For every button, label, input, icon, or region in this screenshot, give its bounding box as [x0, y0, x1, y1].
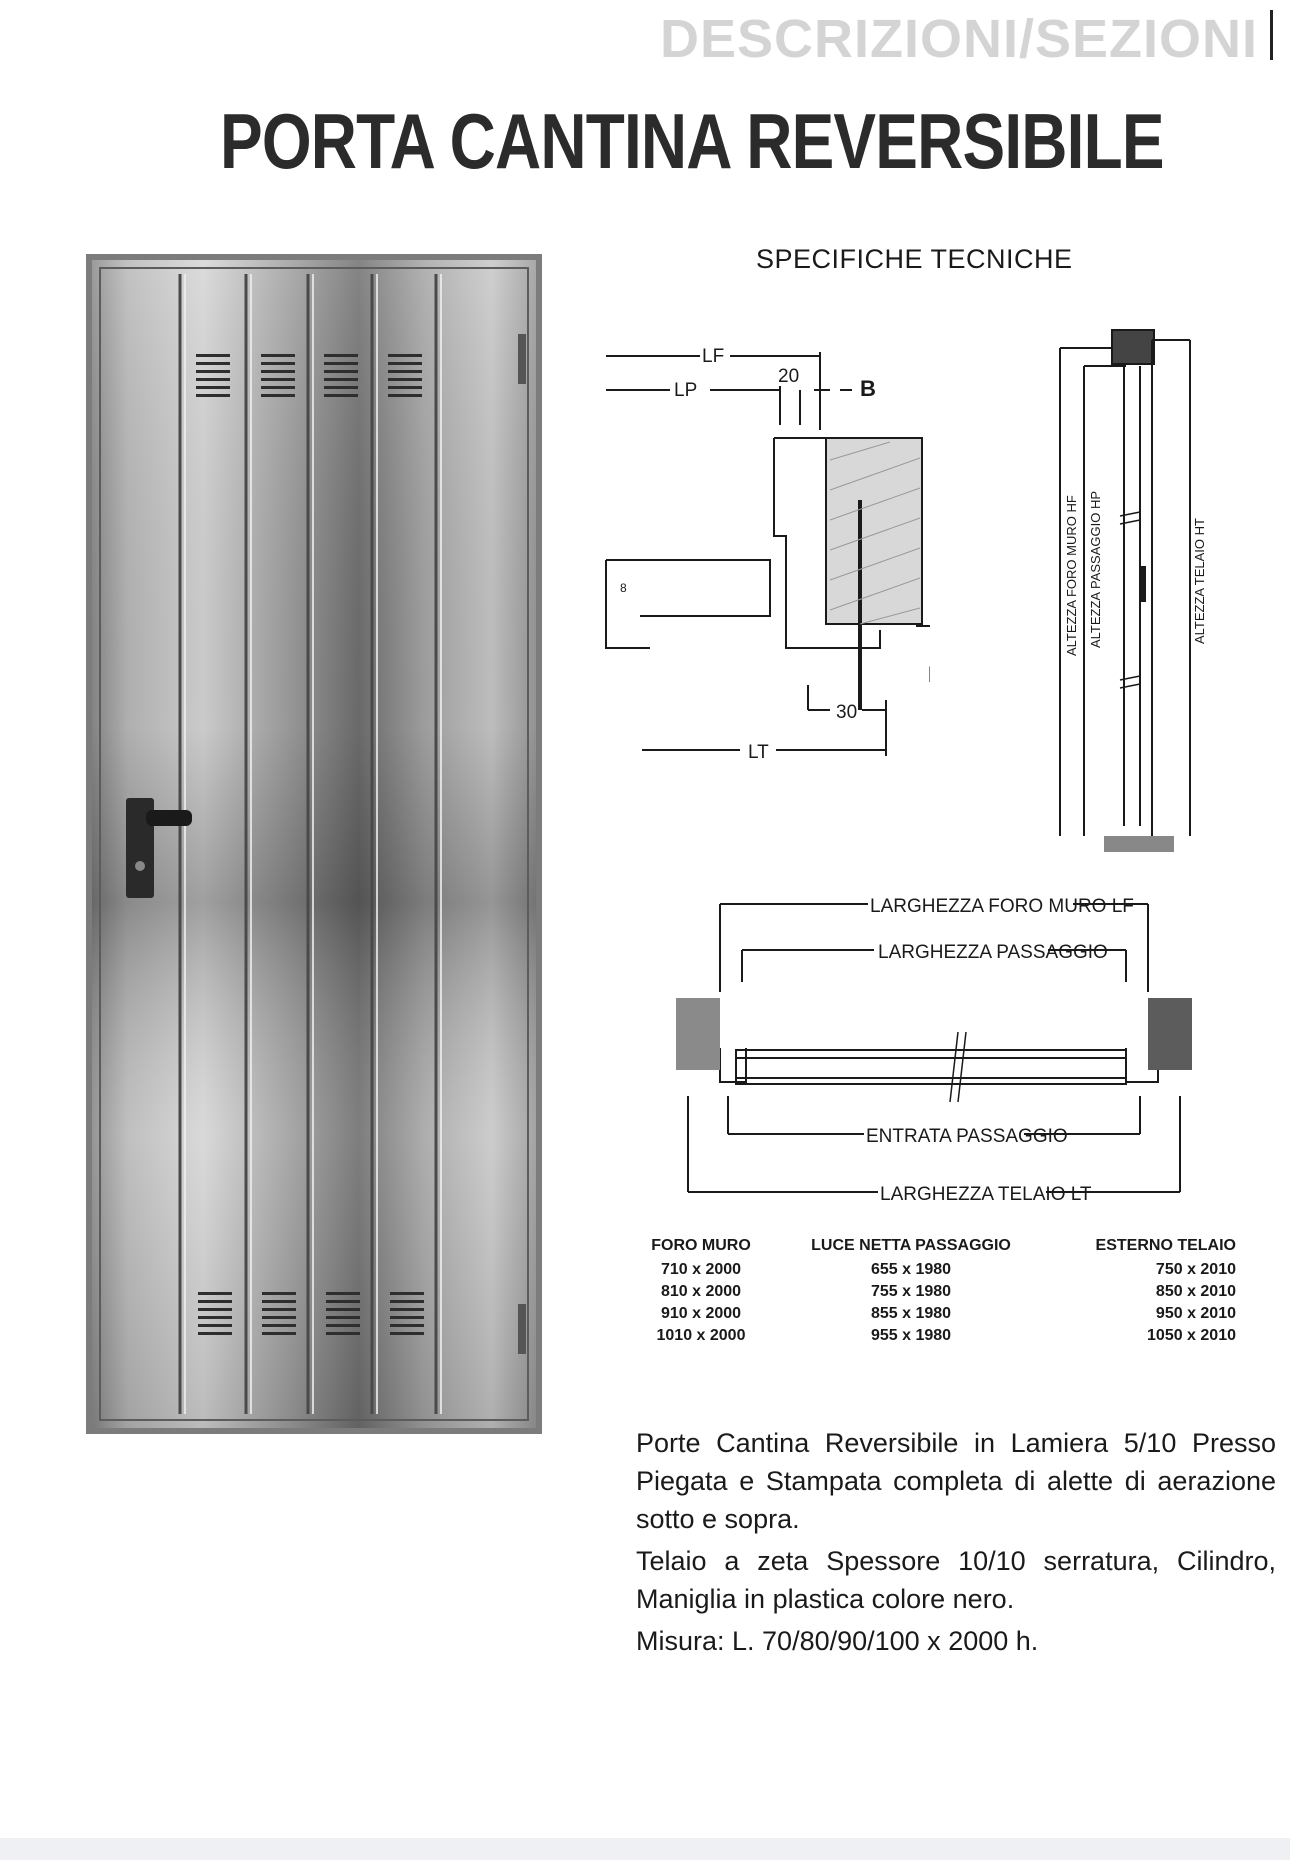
- description-paragraph: Porte Cantina Reversibile in Lamiera 5/1…: [636, 1428, 1276, 1534]
- table-cell: 1010 x 2000: [656, 1327, 746, 1344]
- dim-20-label: 20: [778, 366, 799, 387]
- table-cell: 855 x 1980: [870, 1305, 952, 1322]
- sizes-table: FORO MURO LUCE NETTA PASSAGGIO ESTERNO T…: [636, 1237, 1236, 1347]
- altezza-passaggio-label: ALTEZZA PASSAGGIO HP: [1088, 491, 1103, 648]
- b-bottom-label: B: [928, 662, 930, 687]
- altezza-foro-muro-label: ALTEZZA FORO MURO HF: [1064, 495, 1079, 656]
- lt-label: LT: [748, 742, 769, 763]
- section-divider: [1270, 10, 1273, 60]
- col-foro-muro: FORO MURO: [651, 1237, 751, 1254]
- b-top-label: B: [860, 376, 876, 401]
- table-cell: 655 x 1980: [870, 1261, 952, 1278]
- larghezza-foro-muro-label: LARGHEZZA FORO MURO LF: [870, 896, 1134, 917]
- lp-label: LP: [674, 380, 697, 401]
- door-photo: [86, 254, 542, 1434]
- table-row: 910 x 2000 855 x 1980 950 x 2010: [636, 1303, 1236, 1325]
- table-cell: 755 x 1980: [870, 1283, 952, 1300]
- footer-bar: [0, 1838, 1290, 1860]
- page-title: PORTA CANTINA REVERSIBILE: [220, 97, 1164, 185]
- frame-section-diagram: LF LP 20 B 8 B 30 LT: [605, 346, 930, 763]
- table-row: 710 x 2000 655 x 1980 750 x 2010: [636, 1259, 1236, 1281]
- altezza-telaio-label: ALTEZZA TELAIO HT: [1192, 518, 1207, 644]
- col-luce-netta: LUCE NETTA PASSAGGIO: [811, 1237, 1011, 1254]
- larghezza-telaio-label: LARGHEZZA TELAIO LT: [880, 1184, 1092, 1205]
- table-cell: 1050 x 2010: [1147, 1327, 1236, 1344]
- description-measure: Misura: L. 70/80/90/100 x 2000 h.: [636, 1626, 1039, 1656]
- dim-30-label: 30: [836, 702, 857, 723]
- product-description: Porte Cantina Reversibile in Lamiera 5/1…: [636, 1424, 1276, 1664]
- lf-label: LF: [702, 346, 724, 367]
- table-row: 810 x 2000 755 x 1980 850 x 2010: [636, 1281, 1236, 1303]
- door-handle-icon: [126, 798, 192, 898]
- specs-heading: SPECIFICHE TECNICHE: [756, 244, 1073, 274]
- entrata-passaggio-label: ENTRATA PASSAGGIO: [866, 1126, 1068, 1147]
- larghezza-passaggio-label: LARGHEZZA PASSAGGIO: [878, 942, 1108, 963]
- table-cell: 950 x 2010: [1155, 1305, 1236, 1322]
- table-cell: 910 x 2000: [660, 1305, 742, 1322]
- dim-8-label: 8: [620, 581, 627, 595]
- plan-diagram: LARGHEZZA FORO MURO LF LARGHEZZA PASSAGG…: [676, 896, 1192, 1205]
- table-cell: 810 x 2000: [660, 1283, 742, 1300]
- section-tag: DESCRIZIONI/SEZIONI: [660, 9, 1259, 69]
- description-paragraph: Telaio a zeta Spessore 10/10 serratura, …: [636, 1546, 1276, 1614]
- table-header-row: FORO MURO LUCE NETTA PASSAGGIO ESTERNO T…: [636, 1237, 1236, 1259]
- table-cell: 850 x 2010: [1155, 1283, 1236, 1300]
- table-cell: 710 x 2000: [660, 1261, 742, 1278]
- col-esterno-telaio: ESTERNO TELAIO: [1095, 1237, 1236, 1254]
- elevation-diagram: ALTEZZA FORO MURO HF ALTEZZA PASSAGGIO H…: [1059, 329, 1207, 852]
- table-row: 1010 x 2000 955 x 1980 1050 x 2010: [636, 1325, 1237, 1347]
- table-cell: 750 x 2010: [1155, 1261, 1236, 1278]
- table-cell: 955 x 1980: [870, 1327, 952, 1344]
